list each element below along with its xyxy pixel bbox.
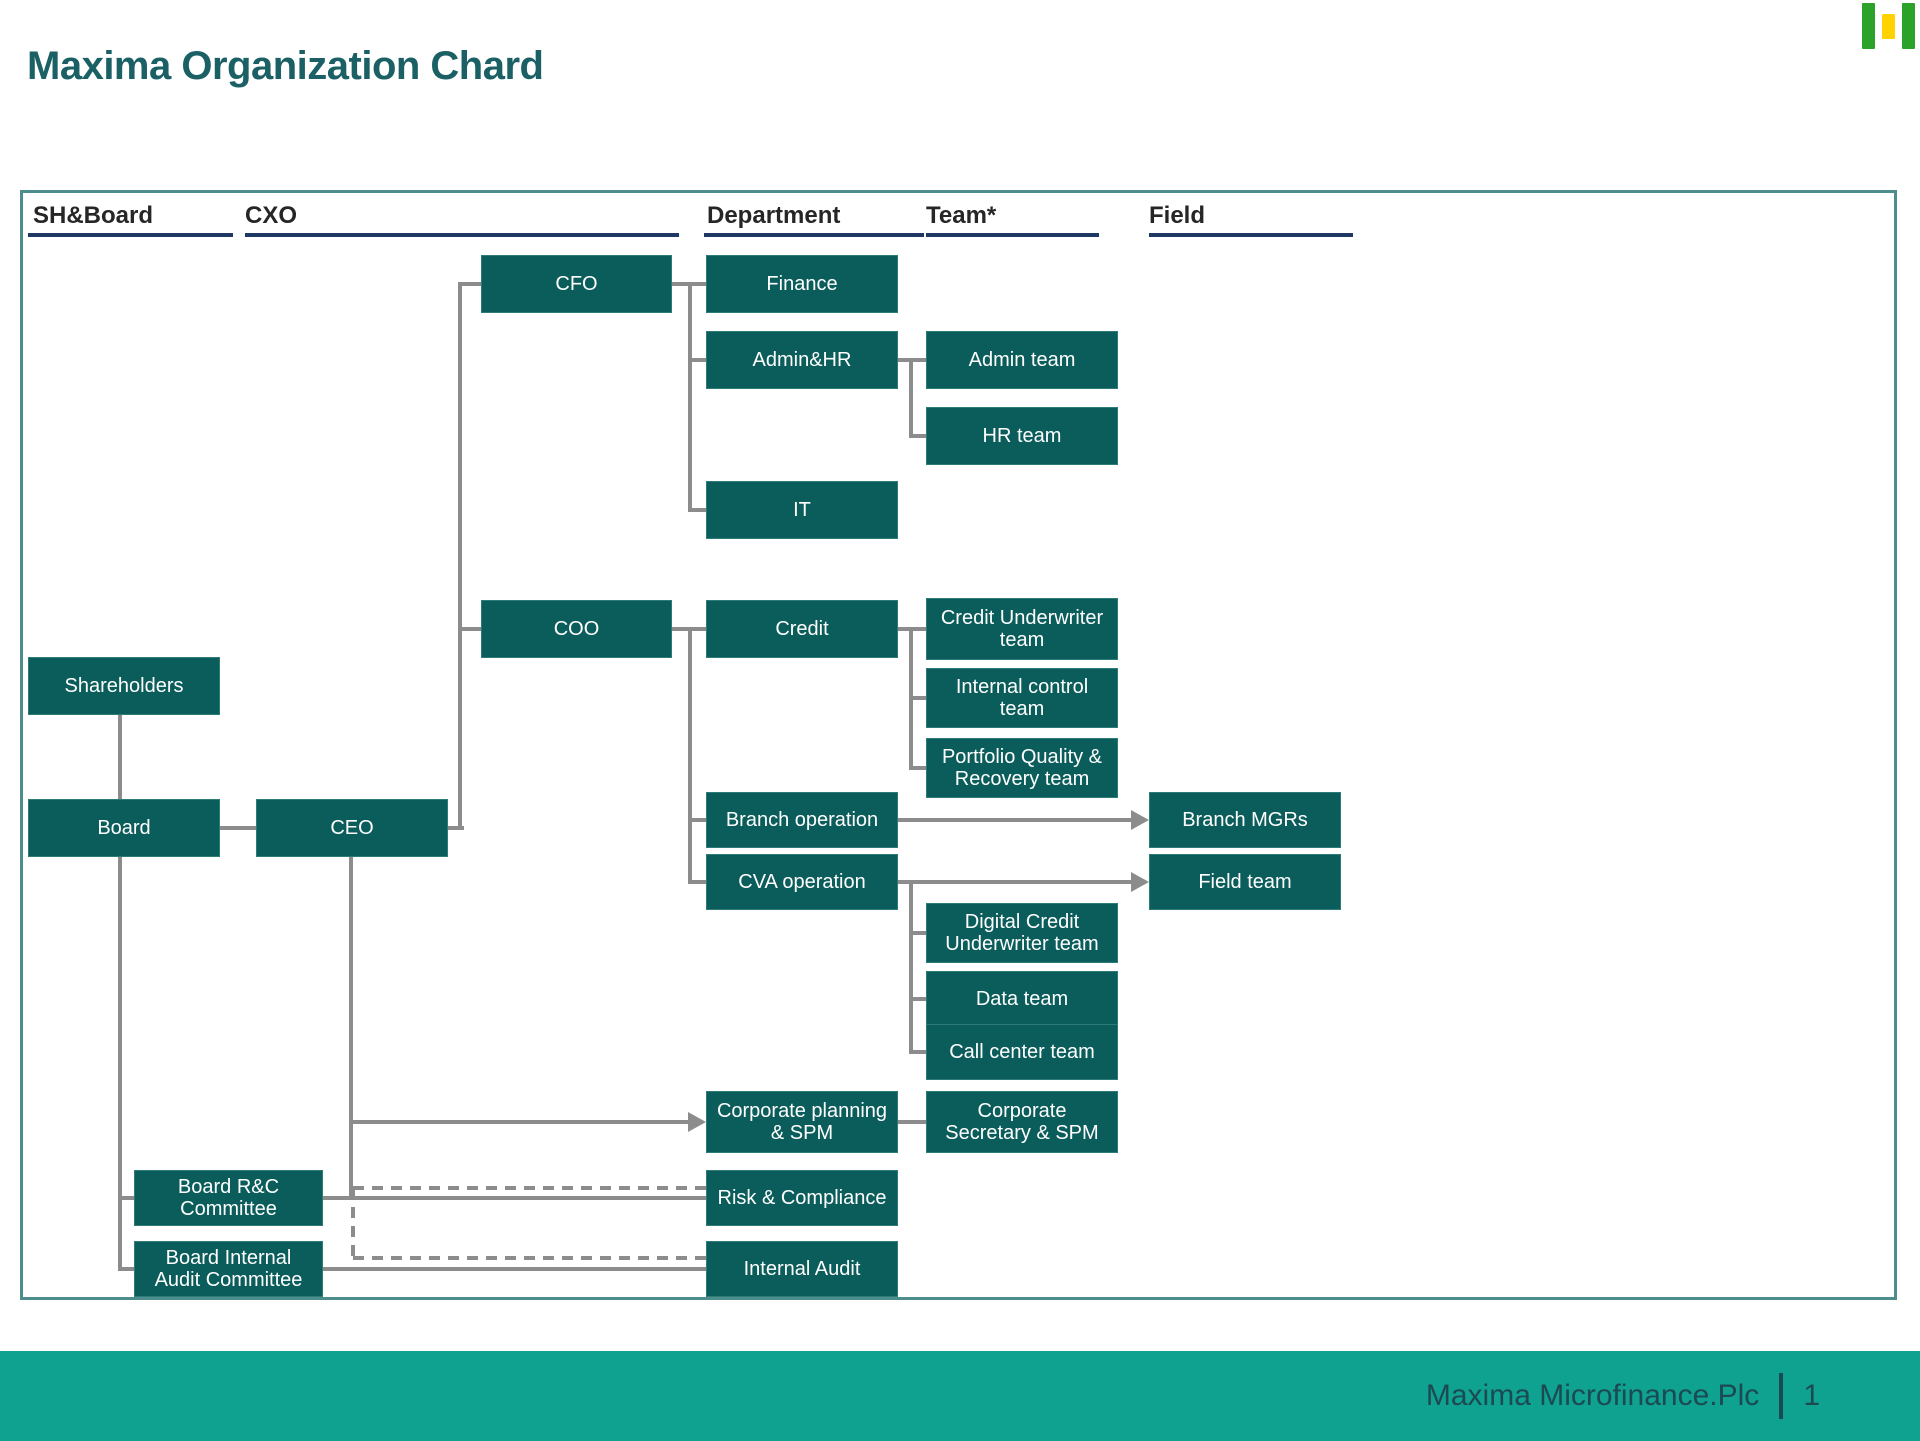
logo-bar-green-right [1902,3,1915,49]
org-node-field_team: Field team [1149,854,1341,910]
org-node-corp_secretary: Corporate Secretary & SPM [926,1091,1118,1153]
column-underline-cxo [245,233,679,237]
column-underline-department [704,233,924,237]
org-node-branch_mgrs: Branch MGRs [1149,792,1341,848]
connector [909,882,913,1054]
column-underline-sh_board [28,233,233,237]
org-node-portfolio_team: Portfolio Quality & Recovery team [926,738,1118,798]
logo-bar-yellow [1882,13,1895,39]
maxima-logo-icon [1862,3,1915,49]
connector [690,358,706,362]
connector [460,627,481,631]
connector [690,508,706,512]
org-node-cfo: CFO [481,255,672,313]
org-node-board: Board [28,799,220,857]
org-node-it: IT [706,481,898,539]
org-node-admin_hr: Admin&HR [706,331,898,389]
connector [460,282,481,286]
connector [690,818,706,822]
org-node-cva_op: CVA operation [706,854,898,910]
footer-page-number: 1 [1803,1379,1820,1412]
org-node-call_center: Call center team [926,1024,1118,1080]
column-header-department: Department [707,202,841,229]
connector [898,880,1131,884]
org-node-risk_compliance: Risk & Compliance [706,1170,898,1226]
connector [911,434,926,438]
org-node-coo: COO [481,600,672,658]
connector [898,1120,926,1124]
org-node-hr_team: HR team [926,407,1118,465]
arrow-head-icon [688,1112,706,1132]
org-node-internal_audit: Internal Audit [706,1241,898,1297]
connector [690,880,706,884]
org-node-internal_control: Internal control team [926,668,1118,728]
connector-dashed [353,1256,706,1260]
column-header-team: Team* [926,202,997,229]
connector [911,1050,926,1054]
org-node-board_ia: Board Internal Audit Committee [134,1241,323,1297]
connector [448,826,464,830]
column-header-field: Field [1149,202,1206,229]
footer-bar: Maxima Microfinance.Plc 1 [0,1351,1920,1441]
connector [120,1196,706,1200]
connector-dashed [353,1186,706,1190]
org-node-ceo: CEO [256,799,448,857]
footer-company-name: Maxima Microfinance.Plc [1425,1379,1760,1412]
connector [118,715,122,801]
arrow-head-icon [1131,810,1149,830]
org-node-shareholders: Shareholders [28,657,220,715]
connector [351,1120,688,1124]
org-node-credit_uw_team: Credit Underwriter team [926,598,1118,660]
connector [688,629,692,884]
connector [220,826,256,830]
connector [688,284,692,512]
connector [349,857,353,1200]
org-node-corp_planning: Corporate planning & SPM [706,1091,898,1153]
column-underline-field [1149,233,1353,237]
org-node-credit: Credit [706,600,898,658]
connector [120,1267,706,1271]
connector [909,360,913,438]
org-node-finance: Finance [706,255,898,313]
page-title: Maxima Organization Chard [27,44,544,88]
logo-bar-green-left [1862,3,1875,49]
org-node-branch_op: Branch operation [706,792,898,848]
connector [911,931,926,935]
footer-separator [1779,1373,1784,1419]
column-underline-team [926,233,1099,237]
connector [911,997,926,1001]
column-header-sh_board: SH&Board [33,202,154,229]
org-node-admin_team: Admin team [926,331,1118,389]
connector [911,696,926,700]
column-header-cxo: CXO [245,202,298,229]
org-node-board_rc: Board R&C Committee [134,1170,323,1226]
connector-dashed [351,1188,355,1260]
connector [898,818,1131,822]
connector [118,857,122,1271]
org-node-digital_credit: Digital Credit Underwriter team [926,903,1118,963]
connector [911,766,926,770]
org-node-data_team: Data team [926,971,1118,1027]
connector [458,282,462,830]
org-chart-frame [20,190,1897,1300]
arrow-head-icon [1131,872,1149,892]
